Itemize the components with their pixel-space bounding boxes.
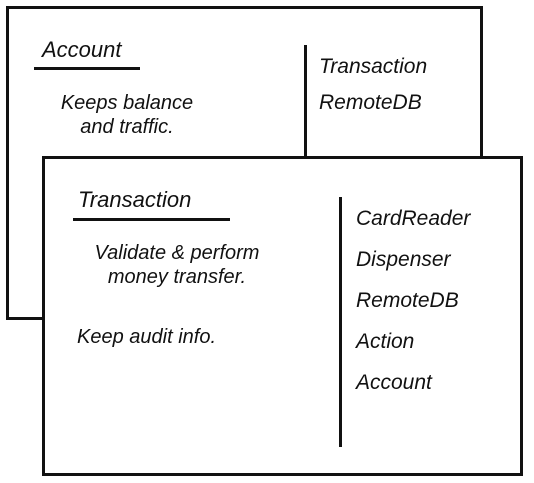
- account-title-underline: [34, 67, 140, 70]
- transaction-collaborator-dispenser: Dispenser: [356, 248, 451, 271]
- transaction-card-title: Transaction: [78, 187, 192, 212]
- account-collaborators: Transaction RemoteDB: [319, 55, 427, 115]
- account-responsibility-1: Keeps balance: [60, 92, 194, 114]
- account-responsibility-2: and traffic.: [80, 116, 174, 138]
- transaction-card: Transaction Validate & perform money tra…: [42, 156, 523, 476]
- transaction-responsibility-1: Validate & perform: [94, 242, 260, 264]
- transaction-title-underline: [73, 218, 230, 221]
- transaction-collaborator-cardreader: CardReader: [356, 207, 471, 230]
- transaction-responsibility-3: Keep audit info.: [77, 326, 216, 348]
- transaction-collaborator-account: Account: [356, 371, 432, 394]
- transaction-responsibility-2: money transfer.: [107, 266, 247, 288]
- account-card-title: Account: [42, 37, 122, 62]
- account-collaborator-transaction: Transaction: [319, 55, 428, 78]
- transaction-collaborator-action: Action: [356, 330, 415, 353]
- account-collaborator-remotedb: RemoteDB: [319, 91, 422, 114]
- transaction-collaborators: CardReader Dispenser RemoteDB Action Acc…: [356, 207, 470, 395]
- transaction-collaborator-remotedb: RemoteDB: [356, 289, 459, 312]
- transaction-card-divider: [339, 197, 342, 447]
